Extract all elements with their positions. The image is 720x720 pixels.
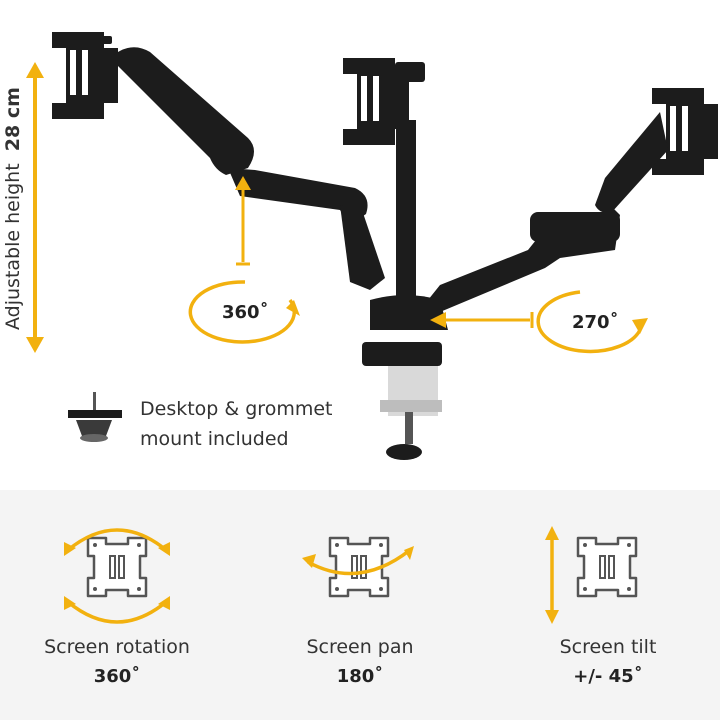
monitor-arm-illustration <box>26 32 718 460</box>
feature-pan-label: Screen pan <box>306 636 414 658</box>
right-lower-arm <box>428 205 620 312</box>
center-vesa-plate <box>343 58 425 145</box>
feature-rotation-label: Screen rotation <box>44 636 190 658</box>
desk-clamp <box>362 295 448 460</box>
feature-tilt-label: Screen tilt <box>559 636 657 658</box>
mount-note-line2: mount included <box>140 428 289 450</box>
feature-rotation-value: 360˚ <box>93 666 141 687</box>
features-icons <box>64 526 638 624</box>
mount-note: Desktop & grommet mount included <box>140 394 333 454</box>
left-lower-arm <box>228 168 368 225</box>
grommet-mount-icon <box>68 392 122 442</box>
left-upper-arm <box>110 47 254 176</box>
pan-arrows-icon <box>302 536 414 598</box>
product-photo-area: Adjustable height 28 cm 360˚ 270˚ Deskto… <box>2 32 718 460</box>
left-swivel-indicator <box>188 176 300 344</box>
left-vesa-plate <box>52 32 118 119</box>
adjustable-height-label: Adjustable height 28 cm <box>2 87 24 330</box>
center-pole <box>396 120 416 330</box>
feature-pan-value: 180˚ <box>336 666 384 687</box>
left-swivel-label: 360˚ <box>222 302 269 323</box>
features-panel: Screen rotation 360˚ Screen pan 180˚ Scr… <box>0 490 720 720</box>
right-swivel-label: 270˚ <box>572 312 619 333</box>
tilt-arrows-icon <box>545 526 638 624</box>
adjustable-height-value: 28 cm <box>2 87 24 152</box>
right-swivel-indicator <box>430 290 648 354</box>
right-vesa-plate <box>652 88 718 175</box>
height-arrow <box>26 62 44 353</box>
right-upper-arm <box>595 112 668 213</box>
rotation-arrows-icon <box>64 528 170 624</box>
mount-note-line1: Desktop & grommet <box>140 398 333 420</box>
feature-tilt-value: +/- 45˚ <box>573 666 643 687</box>
